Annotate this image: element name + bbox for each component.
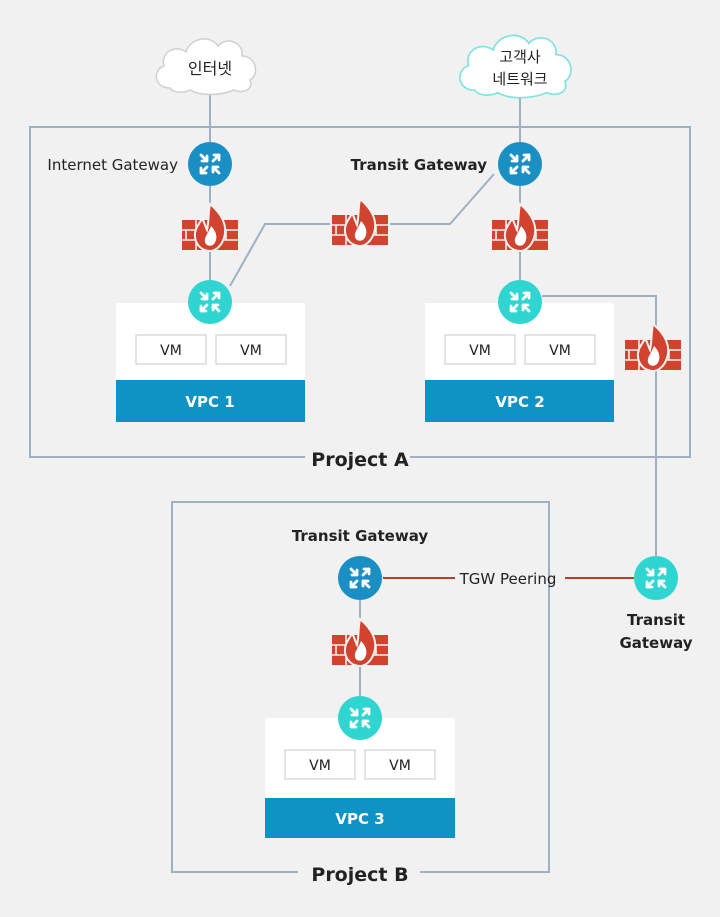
vpc-3-bar xyxy=(265,798,455,838)
vpc-2-label: VPC 2 xyxy=(495,393,544,411)
vpc-1-bar xyxy=(116,380,305,422)
vpc-3: VM VM VPC 3 xyxy=(265,718,455,838)
transit-gateway-b-label: Transit Gateway xyxy=(292,527,429,545)
vpc-1-label: VPC 1 xyxy=(185,393,234,411)
transit-gateway-a-label: Transit Gateway xyxy=(351,156,488,174)
external-transit-gateway-label-line1: Transit xyxy=(627,611,685,629)
vm-label: VM xyxy=(469,343,491,359)
internet-gateway-icon xyxy=(188,142,232,186)
internet-gateway-label: Internet Gateway xyxy=(47,156,178,174)
project-a-title: Project A xyxy=(311,449,409,471)
vm-box xyxy=(524,334,596,365)
internet-label: 인터넷 xyxy=(188,59,232,78)
internet-cloud: 인터넷 xyxy=(155,38,257,96)
vpc-1-router-icon xyxy=(188,280,232,324)
vpc-3-router-icon xyxy=(338,696,382,740)
transit-gateway-a-icon xyxy=(498,142,542,186)
project-b-title: Project B xyxy=(311,864,408,886)
customer-network-cloud: 고객사 네트워크 xyxy=(458,34,572,99)
vm-box xyxy=(284,749,356,780)
firewall-peering-icon xyxy=(624,323,682,372)
tgw-peering-label: TGW Peering xyxy=(459,570,557,588)
vm-box xyxy=(364,749,436,780)
vm-label: VM xyxy=(549,343,571,359)
vpc-2-router-icon xyxy=(498,280,542,324)
vm-label: VM xyxy=(309,758,331,774)
vm-box xyxy=(215,334,287,365)
vm-label: VM xyxy=(160,343,182,359)
customer-network-label-line1: 고객사 xyxy=(499,48,541,66)
vm-box xyxy=(444,334,516,365)
firewall-internet-icon xyxy=(181,203,239,252)
vm-box xyxy=(135,334,207,365)
vpc-3-label: VPC 3 xyxy=(335,810,384,828)
vpc-2-bar xyxy=(425,380,614,422)
firewall-vpc3-icon xyxy=(331,618,389,667)
external-transit-gateway-label-line2: Gateway xyxy=(619,634,692,652)
vpc-2: VM VM VPC 2 xyxy=(425,303,614,422)
transit-gateway-b-icon xyxy=(338,556,382,600)
vm-label: VM xyxy=(389,758,411,774)
project-b-frame xyxy=(171,501,550,873)
external-transit-gateway-icon xyxy=(634,556,678,600)
customer-network-label-line2: 네트워크 xyxy=(492,70,547,88)
project-a-frame xyxy=(29,126,691,458)
vm-label: VM xyxy=(240,343,262,359)
firewall-middle-icon xyxy=(331,198,389,247)
firewall-vpc2-icon xyxy=(491,203,549,252)
